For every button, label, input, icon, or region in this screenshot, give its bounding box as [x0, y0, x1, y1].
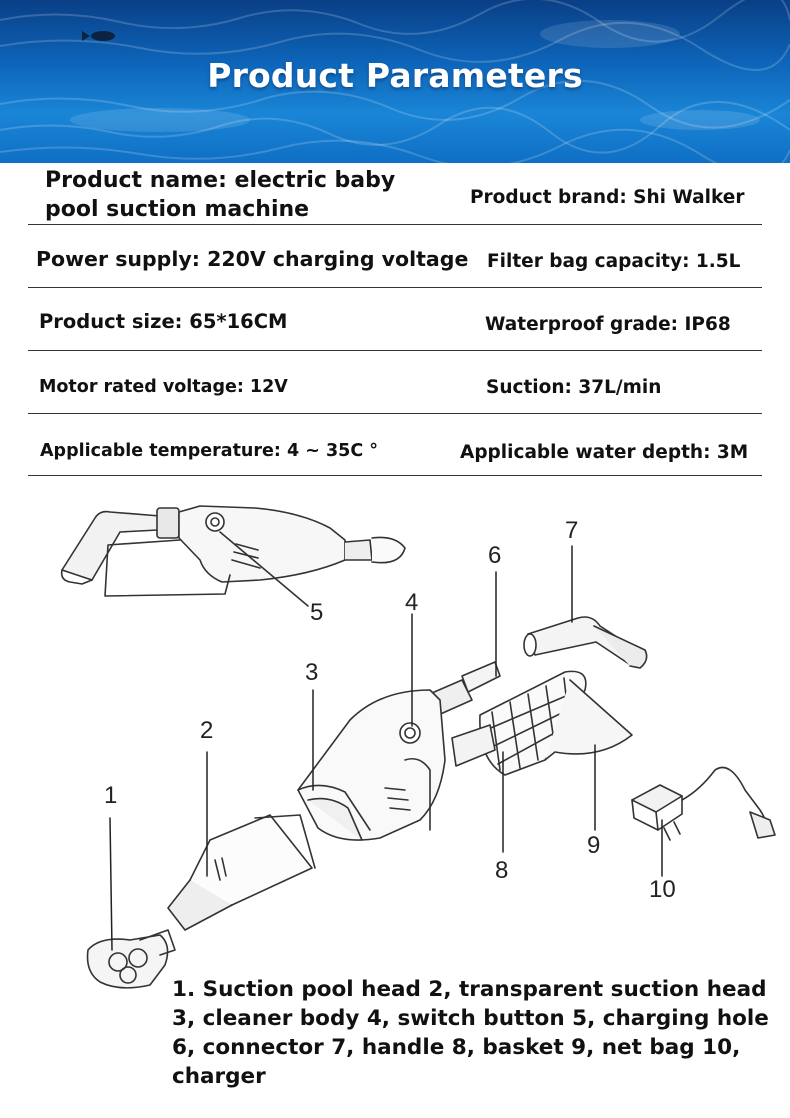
param-product-brand: Product brand: Shi Walker	[470, 187, 745, 208]
param-row: Power supply: 220V charging voltage Filt…	[28, 225, 762, 288]
pool-head-illustration	[86, 929, 176, 989]
part-label-5: 5	[310, 599, 323, 626]
param-temperature: Applicable temperature: 4 ~ 35C °	[40, 441, 379, 461]
param-row: Motor rated voltage: 12V Suction: 37L/mi…	[28, 351, 762, 414]
part-label-6: 6	[488, 542, 501, 569]
part-label-7: 7	[565, 517, 578, 544]
param-motor-voltage: Motor rated voltage: 12V	[39, 377, 288, 397]
handle-illustration	[523, 616, 648, 669]
part-label-3: 3	[305, 659, 318, 686]
param-product-size: Product size: 65*16CM	[39, 310, 288, 333]
header-banner: Product Parameters	[0, 0, 790, 163]
water-background	[0, 0, 790, 163]
net-bag-illustration	[544, 679, 633, 761]
parts-description: 1. Suction pool head 2, transparent suct…	[172, 977, 769, 1089]
param-product-name: Product name: electric baby pool suction…	[45, 168, 396, 222]
part-label-9: 9	[587, 832, 600, 859]
fish-icon	[82, 31, 115, 41]
param-suction: Suction: 37L/min	[486, 377, 662, 398]
param-water-depth: Applicable water depth: 3M	[460, 442, 749, 463]
parameters-table: Product name: electric baby pool suction…	[28, 163, 762, 476]
basket-illustration	[451, 670, 587, 776]
cleaner-body-illustration	[297, 689, 446, 841]
part-number-labels: 1 2 3 4 5 6 7 8 9 10	[104, 517, 676, 903]
param-power-supply: Power supply: 220V charging voltage	[36, 247, 469, 271]
param-row: Product size: 65*16CM Waterproof grade: …	[28, 288, 762, 351]
param-row: Applicable temperature: 4 ~ 35C ° Applic…	[28, 414, 762, 476]
page-title: Product Parameters	[207, 56, 583, 95]
assembled-cleaner-illustration	[60, 505, 406, 607]
param-waterproof-grade: Waterproof grade: IP68	[485, 314, 731, 335]
part-label-2: 2	[200, 717, 213, 744]
part-label-1: 1	[104, 782, 117, 809]
part-label-8: 8	[495, 857, 508, 884]
param-row: Product name: electric baby pool suction…	[28, 163, 762, 225]
param-filter-capacity: Filter bag capacity: 1.5L	[487, 251, 741, 272]
part-label-4: 4	[405, 589, 418, 616]
exploded-parts-diagram: 1 2 3 4 5 6 7 8 9 10	[60, 505, 776, 989]
part-label-10: 10	[649, 876, 676, 903]
transparent-head-illustration	[167, 814, 316, 931]
charger-illustration	[631, 766, 776, 841]
